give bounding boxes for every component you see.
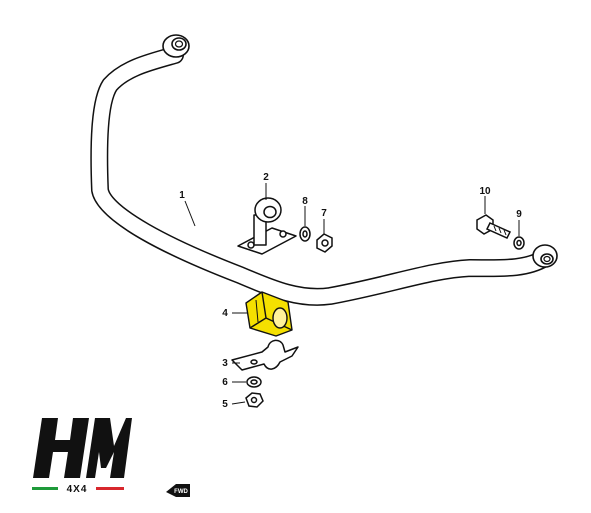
nut-lower bbox=[245, 392, 264, 408]
stabilizer-bar bbox=[90, 34, 558, 306]
svg-text:FWD: FWD bbox=[174, 489, 188, 495]
link-bracket bbox=[237, 197, 297, 255]
bushing-bracket bbox=[231, 339, 299, 371]
callout-9: 9 bbox=[516, 209, 522, 220]
washer-upper bbox=[299, 226, 311, 242]
callout-6: 6 bbox=[222, 377, 228, 388]
logo-subtitle: 4X4 bbox=[67, 484, 88, 495]
bolt bbox=[476, 214, 512, 239]
logo-letter-h bbox=[33, 418, 89, 478]
callout-8: 8 bbox=[302, 196, 308, 207]
callout-10: 10 bbox=[479, 186, 491, 197]
bushing bbox=[245, 291, 293, 337]
hm-4x4-logo: 4X4 bbox=[32, 418, 132, 495]
washer-lower bbox=[246, 376, 262, 388]
callout-3: 3 bbox=[222, 358, 228, 369]
nut-upper bbox=[316, 233, 333, 253]
callout-7: 7 bbox=[321, 208, 327, 219]
logo-stripe-red bbox=[96, 487, 124, 490]
logo-letter-m bbox=[86, 418, 132, 478]
forward-arrow-icon: FWD bbox=[166, 484, 190, 497]
washer-right bbox=[513, 236, 525, 250]
logo-stripe-green bbox=[32, 487, 58, 490]
callout-1: 1 bbox=[179, 190, 185, 201]
callout-5: 5 bbox=[222, 399, 228, 410]
callout-numbers: 1 2 3 4 5 6 7 8 9 10 bbox=[179, 172, 522, 410]
callout-4: 4 bbox=[222, 308, 228, 319]
callout-leaders bbox=[184, 183, 520, 405]
callout-2: 2 bbox=[263, 172, 269, 183]
